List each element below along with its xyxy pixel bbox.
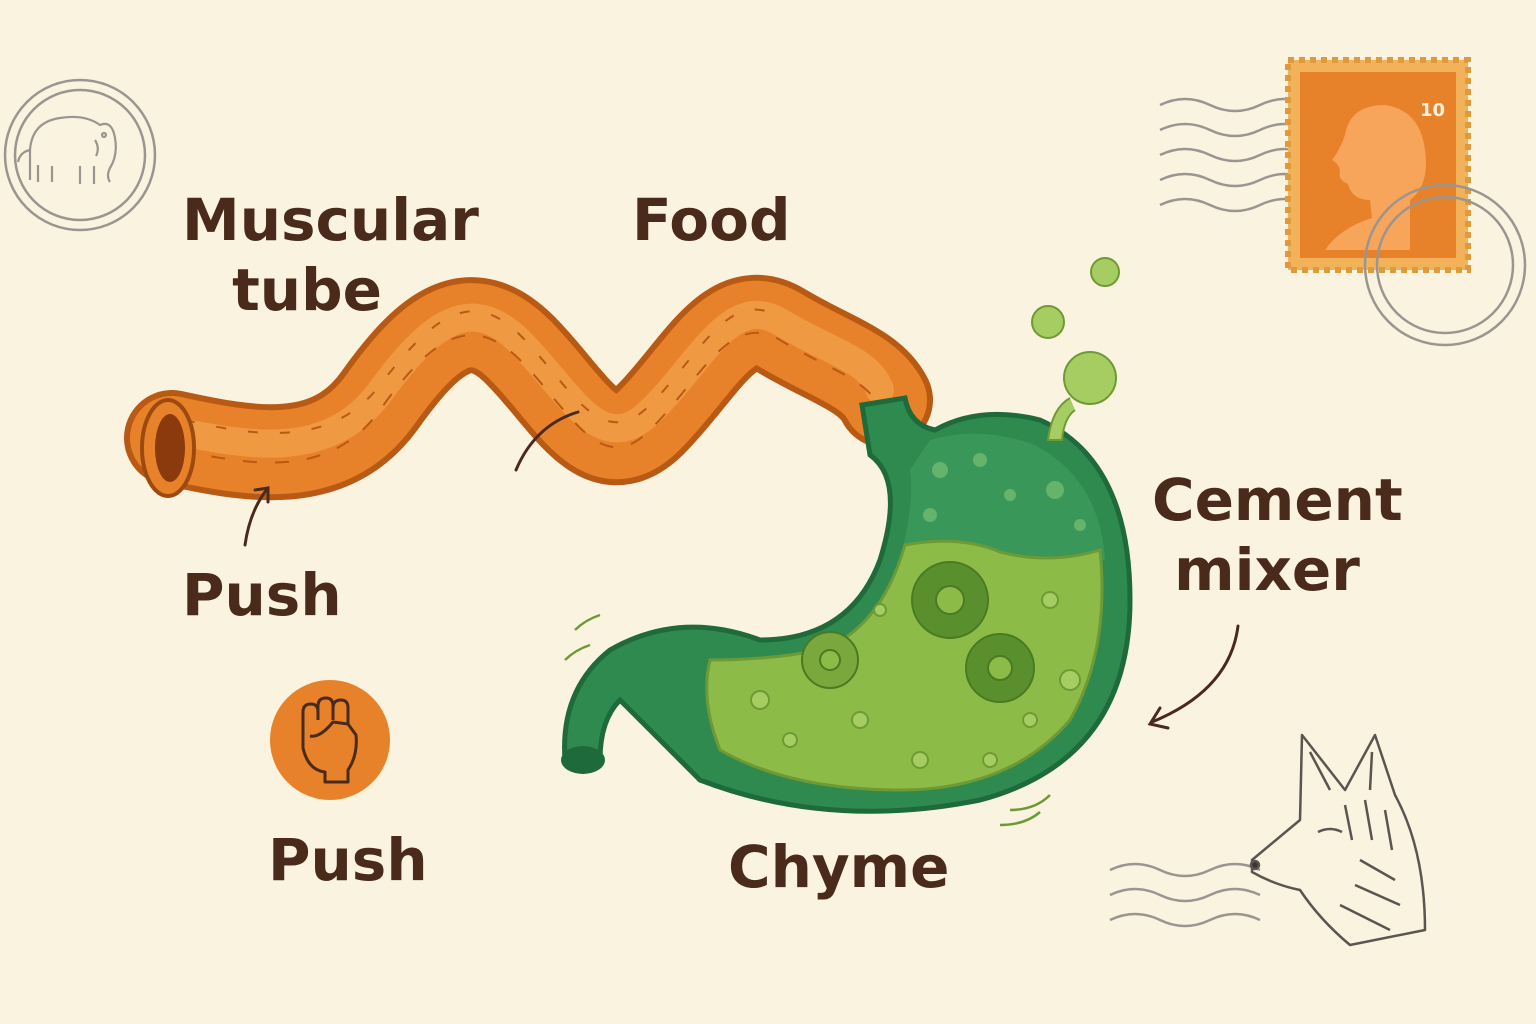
rising-bubbles	[1031, 257, 1120, 441]
pylorus-opening	[561, 746, 605, 774]
label-food: Food	[632, 185, 790, 255]
elephant-icon	[16, 115, 117, 184]
fox-sketch-icon	[1249, 733, 1427, 947]
raised-fist-icon	[301, 696, 358, 784]
gear-icon	[801, 561, 1035, 703]
stamp-value: 10	[1420, 100, 1445, 121]
gas-bubbles	[923, 453, 1086, 531]
esophagus-tube	[124, 275, 933, 501]
label-cement-mixer: Cement mixer	[1152, 465, 1403, 605]
elephant-postmark	[3, 78, 157, 232]
tube-opening	[140, 398, 196, 498]
wavy-cancel-lines-bottom	[1109, 862, 1261, 928]
label-muscular-tube-line2: tube	[232, 256, 382, 324]
label-muscular-tube-line1: Muscular	[182, 186, 479, 254]
label-push-arrow-text: Push	[182, 561, 342, 629]
label-food-text: Food	[632, 186, 791, 254]
motion-arrow	[514, 410, 580, 472]
label-chyme-text: Chyme	[728, 833, 950, 901]
label-cement-mixer-line1: Cement	[1152, 466, 1403, 534]
label-push-arrow: Push	[182, 560, 342, 630]
postage-stamp: 10	[1285, 57, 1471, 273]
chyme-bubbles	[750, 591, 1081, 769]
motion-lines	[564, 613, 1051, 827]
label-cement-mixer-line2: mixer	[1174, 536, 1360, 604]
stomach	[561, 395, 1133, 827]
label-muscular-tube: Muscular tube	[182, 185, 479, 325]
label-chyme: Chyme	[728, 832, 949, 902]
label-push-icon: Push	[268, 825, 428, 895]
cement-mixer-arrow	[1147, 624, 1240, 730]
round-postmark	[1363, 183, 1527, 347]
push-arrow	[243, 486, 270, 547]
label-push-icon-text: Push	[268, 826, 428, 894]
push-fist-badge	[270, 680, 390, 800]
